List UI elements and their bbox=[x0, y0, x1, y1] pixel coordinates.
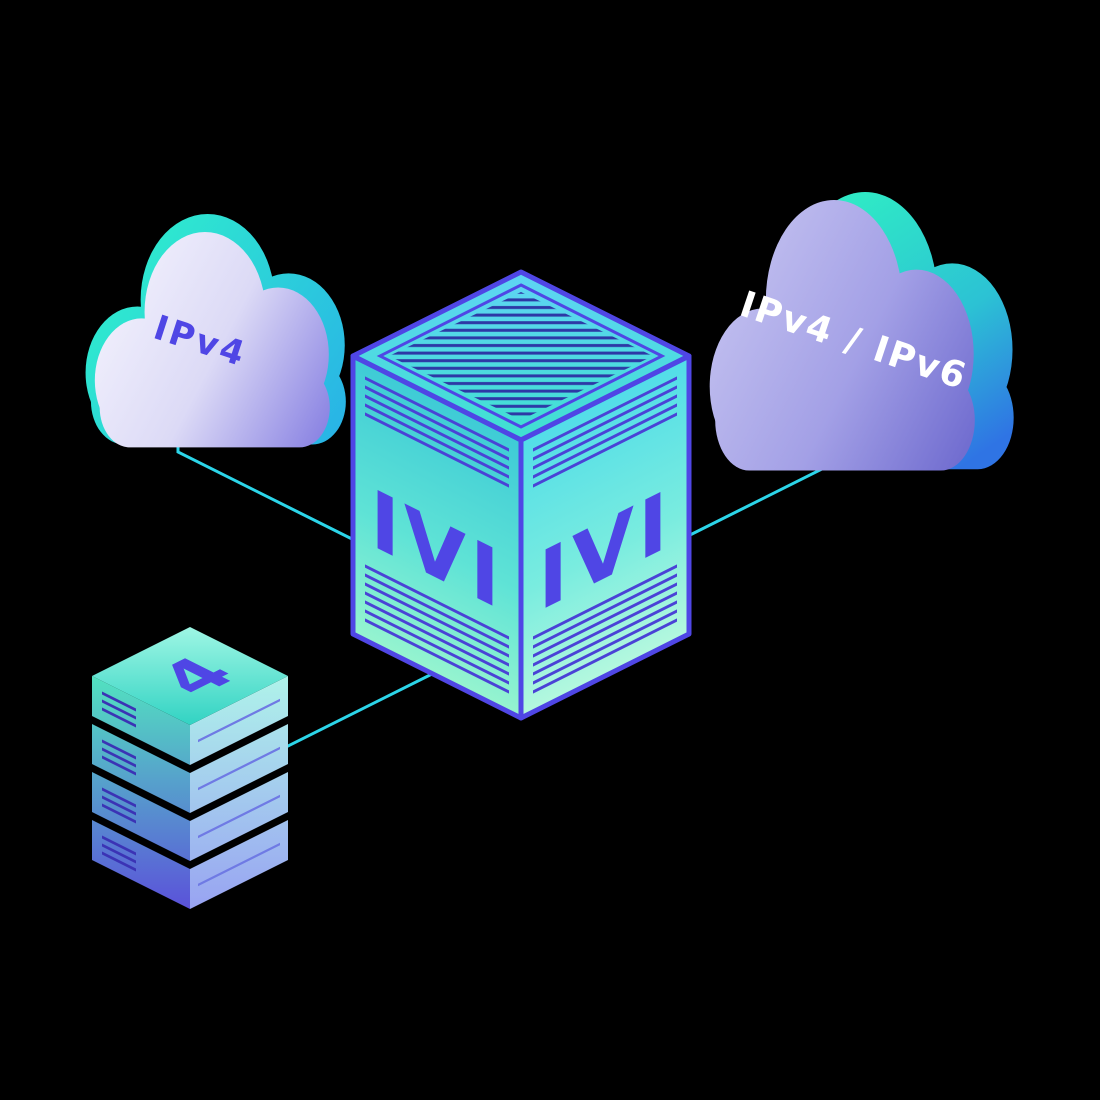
server-vent-lines bbox=[102, 835, 136, 872]
cube-top-inner-border bbox=[376, 283, 666, 429]
server-slab-front bbox=[92, 724, 190, 813]
server-slot-line bbox=[198, 842, 280, 887]
server-slab-front bbox=[92, 676, 190, 765]
server-slot-line bbox=[198, 698, 280, 743]
server-slab bbox=[92, 820, 288, 909]
server-slab-front bbox=[92, 820, 190, 909]
server-vent-lines bbox=[102, 691, 136, 728]
cube-left-face: IVI bbox=[353, 356, 521, 718]
server-top-face bbox=[92, 627, 288, 725]
server-stack: 4 bbox=[92, 627, 288, 909]
server-slot-line bbox=[198, 746, 280, 791]
cube-top-stripes bbox=[389, 292, 653, 420]
ivi-translator-box: IVI IVI bbox=[350, 269, 692, 721]
server-slot-line bbox=[198, 794, 280, 839]
server-slab bbox=[92, 724, 288, 813]
cube-right-stripes-bottom bbox=[533, 564, 677, 694]
dualstack-cloud: IPv4 / IPv6 bbox=[709, 192, 1014, 471]
server-slab-front bbox=[92, 772, 190, 861]
cube-left-stripes-bottom bbox=[365, 564, 509, 694]
server-vent-lines bbox=[102, 739, 136, 776]
cube-right-stripes-top bbox=[533, 376, 677, 488]
ipv4-cloud: IPv4 bbox=[85, 214, 346, 448]
cube-right-face: IVI bbox=[521, 356, 689, 718]
cube-edges bbox=[350, 269, 692, 721]
server-slab bbox=[92, 772, 288, 861]
cube-left-stripes-top bbox=[365, 376, 509, 488]
server-vent-lines bbox=[102, 787, 136, 824]
server-slab bbox=[92, 676, 288, 765]
